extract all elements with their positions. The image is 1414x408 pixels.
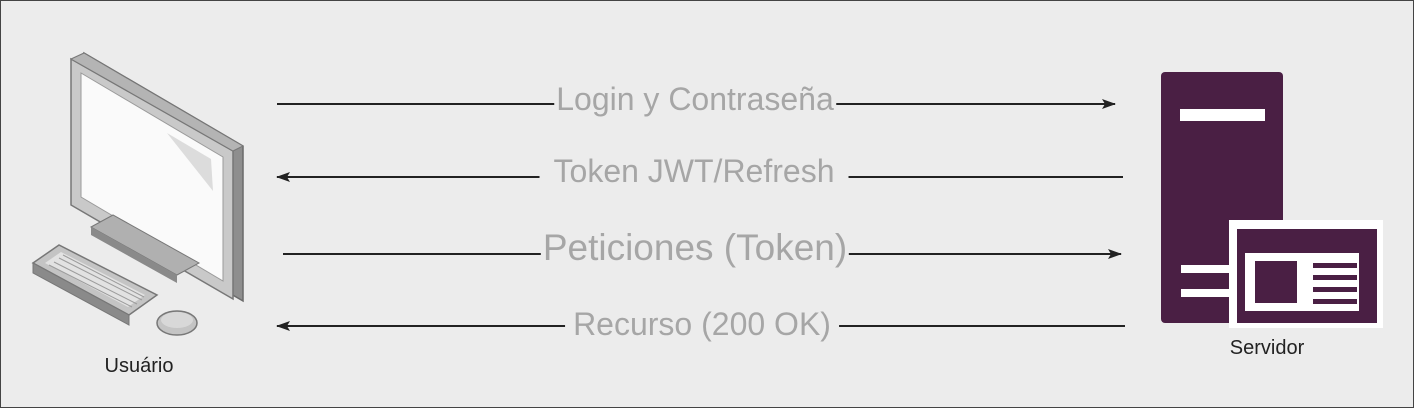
- desktop-computer-icon: [31, 51, 245, 336]
- flow-label-requests: Peticiones (Token): [540, 227, 850, 268]
- flow-label-token: Token JWT/Refresh: [539, 154, 849, 188]
- server-icon: [1161, 72, 1383, 328]
- flow-label-resource: Recurso (200 OK): [565, 307, 839, 341]
- server-label: Servidor: [1229, 337, 1305, 359]
- flow-label-login: Login y Contraseña: [554, 81, 836, 117]
- client-label: Usuário: [104, 355, 174, 377]
